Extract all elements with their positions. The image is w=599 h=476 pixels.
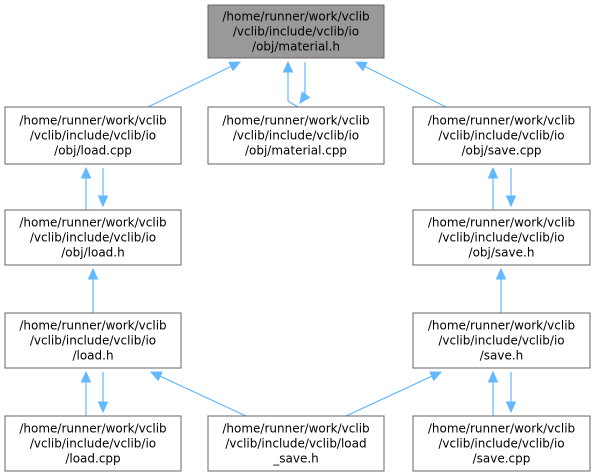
node-label-line: /vclib/include/vclib/io	[438, 334, 564, 348]
node-label-line: /home/runner/work/vclib	[222, 114, 369, 128]
edge-load_save_h-to-io_load_h	[149, 371, 247, 417]
node-io-load-cpp[interactable]: /home/runner/work/vclib/vclib/include/vc…	[4, 415, 182, 472]
edge-arrowhead	[149, 371, 163, 382]
node-label-line: /obj/save.cpp	[461, 144, 541, 158]
node-label-line: /vclib/include/vclib/io	[233, 25, 359, 39]
node-label-line: /save.h	[480, 349, 524, 363]
node-material-cpp[interactable]: /home/runner/work/vclib/vclib/include/vc…	[207, 106, 385, 165]
node-label-line: /home/runner/work/vclib	[19, 422, 166, 436]
edge-arrowhead	[282, 60, 294, 73]
edge-line	[345, 375, 433, 417]
edge-arrowhead	[495, 267, 507, 280]
node-box	[412, 209, 591, 266]
edge-arrowhead	[228, 61, 242, 72]
node-label-line: /vclib/include/vclib/io	[30, 129, 156, 143]
node-box	[412, 415, 591, 472]
node-label-line: /load.cpp	[65, 452, 120, 466]
node-label-line: /vclib/include/vclib/io	[438, 129, 564, 143]
node-label-line: /obj/load.cpp	[54, 144, 132, 158]
edge-obj_save_cpp-to-material_h	[354, 61, 447, 108]
node-box	[4, 106, 182, 165]
node-obj-load-h[interactable]: /home/runner/work/vclib/vclib/include/vc…	[4, 209, 182, 266]
node-label-line: /vclib/include/vclib/io	[233, 129, 359, 143]
node-label-line: /vclib/include/vclib/io	[438, 231, 564, 245]
edges-layer	[80, 60, 517, 417]
edge-obj_load_cpp-to-material_h	[147, 61, 242, 108]
node-label-line: /home/runner/work/vclib	[428, 319, 575, 333]
edge-arrowhead	[429, 371, 443, 382]
node-box	[207, 106, 385, 165]
edge-line	[364, 65, 447, 108]
node-obj-load-cpp[interactable]: /home/runner/work/vclib/vclib/include/vc…	[4, 106, 182, 165]
node-box	[4, 415, 182, 472]
node-box	[412, 312, 591, 369]
node-io-save-cpp[interactable]: /home/runner/work/vclib/vclib/include/vc…	[412, 415, 591, 472]
node-label-line: /vclib/include/vclib/io	[30, 334, 156, 348]
node-label-line: /home/runner/work/vclib	[19, 114, 166, 128]
edge-obj_load_cpp-to-obj_load_h	[97, 168, 109, 208]
node-label-line: /home/runner/work/vclib	[19, 319, 166, 333]
node-label-line: /home/runner/work/vclib	[428, 216, 575, 230]
edge-material_h-to-material_cpp	[299, 62, 311, 104]
edge-io_load_cpp-to-io_load_h	[80, 370, 92, 416]
node-label-line: /vclib/include/vclib/io	[30, 437, 156, 451]
edge-arrowhead	[505, 401, 517, 414]
node-label-line: /obj/material.h	[252, 40, 340, 54]
node-label-line: /vclib/include/vclib/io	[30, 231, 156, 245]
node-label-line: /home/runner/work/vclib	[222, 422, 369, 436]
edge-material_cpp-to-material_h	[282, 60, 299, 108]
node-obj-save-cpp[interactable]: /home/runner/work/vclib/vclib/include/vc…	[412, 106, 591, 165]
edge-io_save_cpp-to-io_save_h	[487, 370, 499, 416]
edge-line	[147, 65, 232, 108]
node-io-load-h[interactable]: /home/runner/work/vclib/vclib/include/vc…	[4, 312, 182, 369]
node-box	[412, 106, 591, 165]
node-obj-save-h[interactable]: /home/runner/work/vclib/vclib/include/vc…	[412, 209, 591, 266]
edge-line	[287, 72, 299, 108]
edge-arrowhead	[80, 370, 92, 383]
edge-obj_save_h-to-obj_save_cpp	[487, 166, 499, 210]
edge-load_save_h-to-io_save_h	[345, 371, 443, 417]
node-box	[207, 4, 385, 59]
edge-arrowhead	[354, 61, 368, 72]
edge-line	[159, 375, 247, 417]
node-label-line: /obj/load.h	[61, 246, 124, 260]
node-label-line: /home/runner/work/vclib	[428, 114, 575, 128]
node-label-line: /home/runner/work/vclib	[222, 10, 369, 24]
edge-io_save_h-to-io_save_cpp	[505, 372, 517, 414]
node-label-line: /home/runner/work/vclib	[19, 216, 166, 230]
edge-obj_load_h-to-obj_load_cpp	[80, 166, 92, 210]
edge-io_save_h-to-obj_save_h	[495, 267, 507, 313]
edge-io_load_h-to-io_load_cpp	[97, 372, 109, 414]
node-label-line: /vclib/include/vclib/load	[225, 437, 366, 451]
node-load-save-h[interactable]: /home/runner/work/vclib/vclib/include/vc…	[207, 415, 385, 472]
edge-arrowhead	[97, 195, 109, 208]
edge-arrowhead	[97, 401, 109, 414]
node-box	[207, 415, 385, 472]
node-label-line: /load.h	[72, 349, 113, 363]
node-label-line: /vclib/include/vclib/io	[438, 437, 564, 451]
node-label-line: /obj/save.h	[469, 246, 535, 260]
node-io-save-h[interactable]: /home/runner/work/vclib/vclib/include/vc…	[412, 312, 591, 369]
node-label-line: /home/runner/work/vclib	[428, 422, 575, 436]
node-label-line: /obj/material.cpp	[245, 144, 347, 158]
nodes-layer: /home/runner/work/vclib/vclib/include/vc…	[4, 4, 591, 472]
node-label-line: _save.h	[272, 452, 319, 466]
edge-arrowhead	[87, 267, 99, 280]
edge-arrowhead	[487, 166, 499, 179]
edge-arrowhead	[487, 370, 499, 383]
edge-arrowhead	[299, 91, 311, 104]
edge-io_load_h-to-obj_load_h	[87, 267, 99, 313]
node-box	[4, 209, 182, 266]
node-box	[4, 312, 182, 369]
edge-obj_save_cpp-to-obj_save_h	[505, 168, 517, 208]
edge-arrowhead	[80, 166, 92, 179]
node-label-line: /save.cpp	[473, 452, 531, 466]
node-material-h: /home/runner/work/vclib/vclib/include/vc…	[207, 4, 385, 59]
edge-arrowhead	[505, 195, 517, 208]
